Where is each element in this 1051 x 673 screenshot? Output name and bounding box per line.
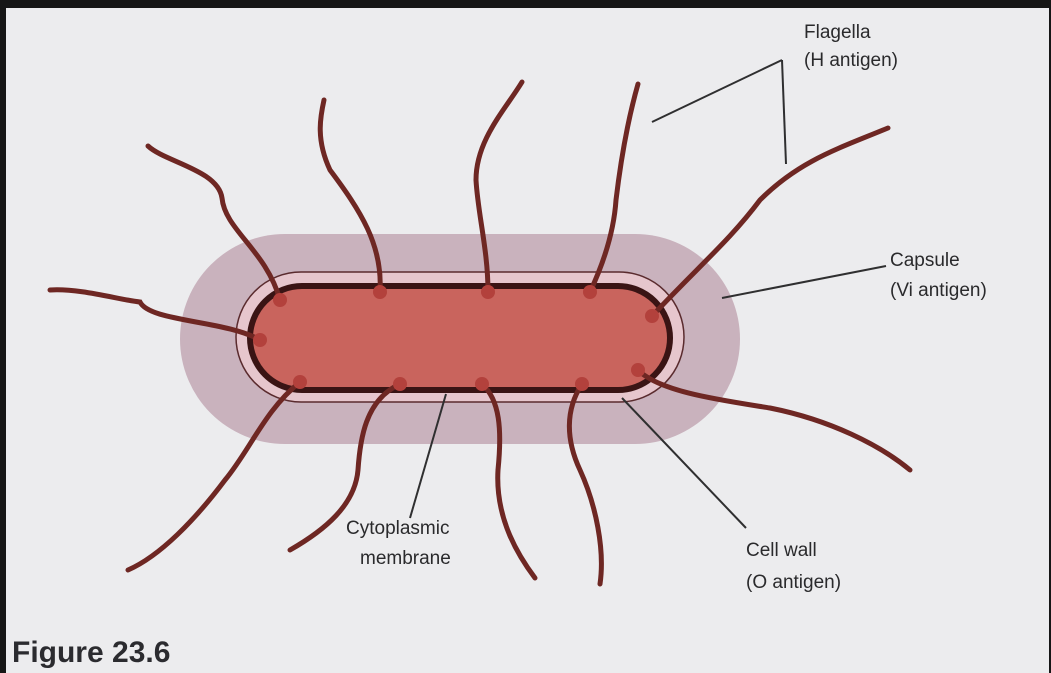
basal-body: [253, 333, 267, 347]
flagella-label: Flagella: [804, 22, 871, 43]
cytoplasm: [250, 286, 670, 390]
basal-body: [645, 309, 659, 323]
basal-body: [273, 293, 287, 307]
basal-body: [393, 377, 407, 391]
basal-body: [293, 375, 307, 389]
basal-body: [631, 363, 645, 377]
flagella-antigen-label: (H antigen): [804, 50, 898, 71]
basal-body: [475, 377, 489, 391]
cell-wall-antigen-label: (O antigen): [746, 572, 841, 593]
basal-body: [373, 285, 387, 299]
capsule-label: Capsule: [890, 250, 960, 271]
cytoplasmic-label: Cytoplasmic: [346, 518, 449, 539]
figure-caption: Figure 23.6: [12, 636, 170, 669]
capsule-antigen-label: (Vi antigen): [890, 280, 987, 301]
basal-body: [583, 285, 597, 299]
membrane-label: membrane: [360, 548, 451, 569]
basal-body: [481, 285, 495, 299]
basal-body: [575, 377, 589, 391]
cell-wall-label: Cell wall: [746, 540, 817, 561]
